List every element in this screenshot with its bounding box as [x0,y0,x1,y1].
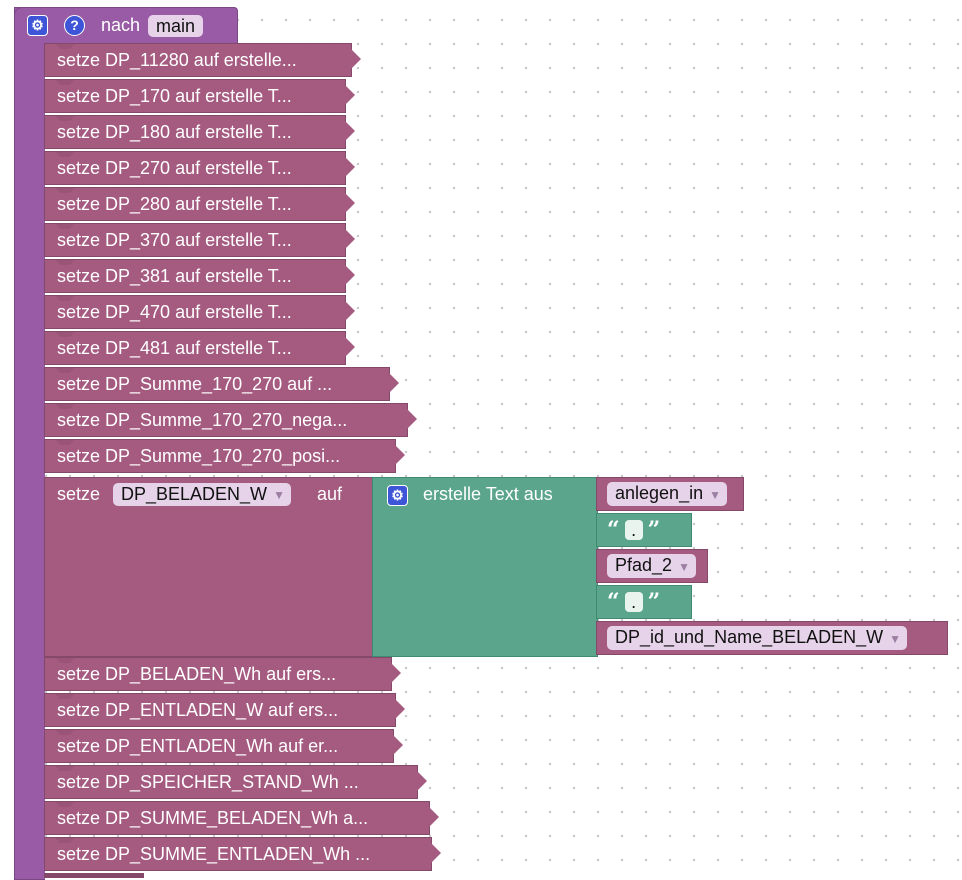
block-output-nub [395,699,405,719]
next-block-stub [44,873,144,878]
text-literal-block[interactable]: “ . ” [596,585,692,619]
variable-input-block[interactable]: Pfad_2 ▼ [596,549,708,583]
set-block-row[interactable]: setze DP_180 auf erstelle T... [44,115,346,149]
gear-icon[interactable]: ⚙ [27,15,48,36]
set-block-label: setze DP_280 auf erstelle T... [57,194,292,214]
block-output-nub [429,807,439,827]
variable-name: Pfad_2 [615,555,673,576]
set-block-label: setze DP_170 auf erstelle T... [57,86,292,106]
set-block-label: setze DP_381 auf erstelle T... [57,266,292,286]
text-field[interactable]: . [624,520,643,540]
text-join-block[interactable]: ⚙ erstelle Text aus [372,477,598,657]
open-quote-icon: “ [607,589,620,615]
set-block-label: setze DP_Summe_170_270 auf ... [57,374,333,394]
block-output-nub [345,229,355,249]
block-output-nub [345,193,355,213]
set-block-label: setze DP_SUMME_ENTLADEN_Wh ... [57,844,371,864]
join-label: erstelle Text aus [423,484,553,504]
block-output-nub [393,735,403,755]
set-block-row[interactable]: setze DP_SPEICHER_STAND_Wh ... [44,765,418,799]
set-label: setze [57,484,101,504]
procedure-prefix: nach [101,15,141,35]
text-field[interactable]: . [624,592,643,612]
block-output-nub [417,771,427,791]
block-output-nub [351,49,361,69]
set-block-row[interactable]: setze DP_280 auf erstelle T... [44,187,346,221]
close-quote-icon: ” [647,517,661,543]
set-block-row[interactable]: setze DP_BELADEN_Wh auf ers... [44,657,392,691]
to-label: auf [317,484,343,504]
text-literal-block[interactable]: “ . ” [596,513,692,547]
block-output-nub [345,121,355,141]
variable-dropdown[interactable]: DP_BELADEN_W ▼ [113,483,291,507]
set-block-row[interactable]: setze DP_ENTLADEN_Wh auf er... [44,729,394,763]
set-block-label: setze DP_Summe_170_270_nega... [57,410,348,430]
set-block-label: setze DP_Summe_170_270_posi... [57,446,341,466]
set-block-row[interactable]: setze DP_270 auf erstelle T... [44,151,346,185]
close-quote-icon: ” [647,589,661,615]
variable-dropdown[interactable]: Pfad_2 ▼ [607,554,696,578]
set-block-row[interactable]: setze DP_Summe_170_270 auf ... [44,367,390,401]
set-block-row[interactable]: setze DP_381 auf erstelle T... [44,259,346,293]
dropdown-arrow-icon: ▼ [273,488,285,503]
block-output-nub [391,663,401,683]
set-block-row[interactable]: setze DP_370 auf erstelle T... [44,223,346,257]
procedure-name-field[interactable]: main [148,14,204,37]
variable-name: DP_BELADEN_W [121,484,268,504]
block-output-nub [345,265,355,285]
block-output-nub [345,157,355,177]
set-block-row[interactable]: setze DP_Summe_170_270_posi... [44,439,396,473]
set-block-label: setze DP_SUMME_BELADEN_Wh a... [57,808,369,828]
set-block-label: setze DP_11280 auf erstelle... [57,50,297,70]
set-block-row[interactable]: setze DP_481 auf erstelle T... [44,331,346,365]
set-block-label: setze DP_180 auf erstelle T... [57,122,292,142]
variable-input-block[interactable]: anlegen_in ▼ [596,477,744,511]
set-block-label: setze DP_BELADEN_Wh auf ers... [57,664,337,684]
set-block-label: setze DP_370 auf erstelle T... [57,230,292,250]
dropdown-arrow-icon: ▼ [889,631,902,646]
set-block-label: setze DP_470 auf erstelle T... [57,302,292,322]
block-output-nub [395,445,405,465]
set-block-label: setze DP_ENTLADEN_W auf ers... [57,700,339,720]
set-block-label: setze DP_SPEICHER_STAND_Wh ... [57,772,359,792]
set-block-row[interactable]: setze DP_Summe_170_270_nega... [44,403,408,437]
block-output-nub [407,409,417,429]
dropdown-arrow-icon: ▼ [709,487,721,502]
help-icon[interactable]: ? [64,15,85,36]
set-block-row[interactable]: setze DP_11280 auf erstelle... [44,43,352,77]
block-output-nub [345,337,355,357]
set-variable-block[interactable]: setze DP_BELADEN_W ▼ auf [44,477,374,657]
set-block-label: setze DP_481 auf erstelle T... [57,338,292,358]
block-output-nub [345,85,355,105]
variable-dropdown[interactable]: DP_id_und_Name_BELADEN_W ▼ [607,626,908,650]
variable-name: DP_id_und_Name_BELADEN_W [615,627,884,648]
variable-name: anlegen_in [615,483,704,504]
gear-icon[interactable]: ⚙ [387,485,408,506]
variable-dropdown[interactable]: anlegen_in ▼ [607,482,727,506]
set-block-row[interactable]: setze DP_170 auf erstelle T... [44,79,346,113]
set-block-row[interactable]: setze DP_ENTLADEN_W auf ers... [44,693,396,727]
set-block-row[interactable]: setze DP_SUMME_ENTLADEN_Wh ... [44,837,432,871]
procedure-block-body[interactable] [14,7,45,880]
dropdown-arrow-icon: ▼ [678,559,690,574]
block-output-nub [431,843,441,863]
set-block-label: setze DP_270 auf erstelle T... [57,158,292,178]
procedure-header[interactable]: ⚙ ? nach main [14,7,238,43]
block-output-nub [389,373,399,393]
open-quote-icon: “ [607,517,620,543]
variable-input-block[interactable]: DP_id_und_Name_BELADEN_W ▼ [596,621,948,655]
set-block-row[interactable]: setze DP_SUMME_BELADEN_Wh a... [44,801,430,835]
set-block-row[interactable]: setze DP_470 auf erstelle T... [44,295,346,329]
set-block-label: setze DP_ENTLADEN_Wh auf er... [57,736,339,756]
block-output-nub [345,301,355,321]
